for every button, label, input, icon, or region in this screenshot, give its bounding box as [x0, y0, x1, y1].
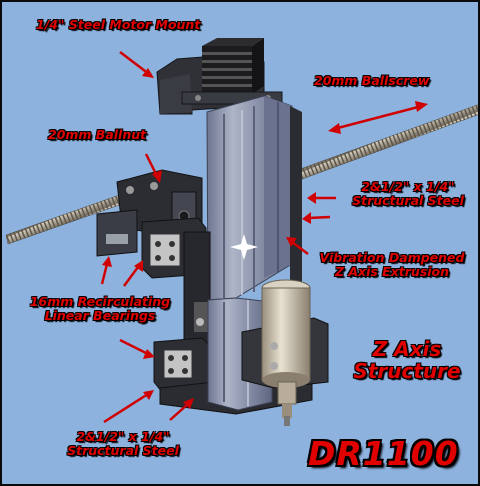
label-ballscrew: 20mm Ballscrew	[314, 73, 430, 88]
label-bearings-line2: Linear Bearings	[44, 307, 156, 323]
linear-bearings-lower	[153, 337, 213, 393]
label-structural-steel-lower-line1: 2&1/2" x 1/4"	[76, 429, 170, 444]
label-z-axis-line2: Structure	[353, 359, 461, 383]
label-structural-steel-upper-line1: 2&1/2" x 1/4"	[361, 179, 455, 194]
label-ballnut: 20mm Ballnut	[48, 127, 147, 142]
ballnut-carriage	[116, 169, 203, 235]
spindle	[241, 279, 329, 426]
label-vibration-line2: Z Axis Extrusion	[334, 263, 450, 279]
label-z-axis-line1: Z Axis	[372, 337, 442, 361]
label-structural-steel-upper-line2: Structural Steel	[352, 192, 464, 208]
label-structural-steel-lower: 2&1/2" x 1/4" Structural Steel	[48, 430, 198, 458]
brand-logo: DR1100	[308, 434, 459, 473]
label-vibration-dampened: Vibration Dampened Z Axis Extrusion	[307, 251, 477, 279]
label-bearings-line1: 16mm Recirculating	[29, 294, 171, 309]
annotation-arrows	[100, 51, 428, 424]
label-structural-steel-upper: 2&1/2" x 1/4" Structural Steel	[338, 180, 478, 208]
label-structural-steel-lower-line2: Structural Steel	[67, 442, 179, 458]
z-axis-extrusion	[206, 95, 293, 301]
structural-steel-upper	[290, 106, 302, 294]
label-vibration-line1: Vibration Dampened	[319, 250, 465, 265]
label-z-axis-structure: Z Axis Structure	[342, 338, 472, 382]
label-linear-bearings: 16mm Recirculating Linear Bearings	[8, 295, 192, 323]
label-motor-mount: 1/4" Steel Motor Mount	[36, 17, 201, 32]
